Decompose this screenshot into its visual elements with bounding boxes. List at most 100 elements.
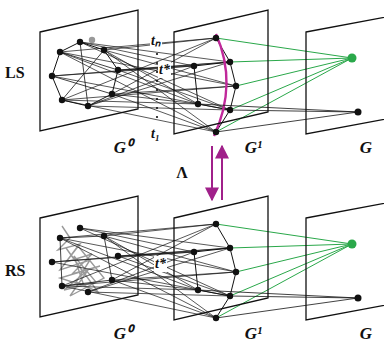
edge-label: Λ bbox=[175, 164, 188, 182]
graph-vertex bbox=[49, 259, 55, 265]
mapping-arrow bbox=[211, 146, 213, 200]
graph-edge bbox=[88, 62, 230, 106]
ellipsis-dot bbox=[156, 116, 158, 118]
ellipsis-dot bbox=[156, 53, 158, 55]
ellipsis-dot bbox=[156, 80, 158, 82]
graph-plane: G⁰ bbox=[38, 8, 140, 158]
graph-vertex bbox=[109, 277, 115, 283]
graph-edge bbox=[52, 76, 62, 100]
graph-vertex bbox=[195, 287, 201, 293]
graph-edge bbox=[230, 86, 236, 110]
graph-vertex bbox=[77, 39, 83, 45]
ellipsis-dot bbox=[156, 107, 158, 109]
graph-plane: G¹ bbox=[172, 194, 270, 344]
graph-vertex bbox=[227, 59, 233, 65]
graph-edge bbox=[216, 244, 352, 318]
graph-vertex bbox=[191, 249, 197, 255]
graph-edge bbox=[230, 272, 236, 296]
graph-edge bbox=[62, 286, 216, 318]
graph-edge bbox=[60, 238, 62, 286]
ellipsis-dot bbox=[156, 98, 158, 100]
graph-plane: G¹ bbox=[172, 8, 270, 158]
plane-border bbox=[306, 196, 384, 320]
graph-vertex bbox=[191, 63, 197, 69]
graph-edge bbox=[198, 104, 358, 112]
plane-border bbox=[306, 10, 384, 134]
graph-edge bbox=[216, 224, 230, 248]
ellipsis-dot bbox=[156, 89, 158, 91]
graph-edge bbox=[62, 100, 198, 104]
graph-edge bbox=[112, 94, 216, 132]
graph-edge bbox=[230, 58, 352, 110]
plane-outline bbox=[172, 194, 270, 322]
mapping-arrow bbox=[221, 146, 223, 200]
graph-vertex bbox=[195, 101, 201, 107]
graph-vertex bbox=[109, 91, 115, 97]
plane-outline bbox=[304, 8, 384, 136]
graph-vertex bbox=[85, 103, 91, 109]
graph-vertex bbox=[49, 73, 55, 79]
plane-label: G bbox=[360, 324, 372, 344]
graph-edge bbox=[198, 290, 358, 298]
graph-vertex bbox=[89, 37, 95, 43]
graph-vertex bbox=[233, 269, 239, 275]
graph-vertex bbox=[57, 235, 63, 241]
graph-vertex bbox=[227, 107, 233, 113]
graph-edge bbox=[52, 52, 60, 76]
graph-vertex bbox=[59, 283, 65, 289]
graph-edge bbox=[230, 248, 236, 272]
graph-edge bbox=[230, 62, 236, 86]
graph-edge bbox=[216, 224, 352, 244]
graph-edge bbox=[216, 112, 358, 132]
graph-vertex bbox=[57, 49, 63, 55]
plane-outline bbox=[38, 8, 140, 133]
graph-edge bbox=[236, 244, 352, 272]
graph-edge bbox=[112, 38, 216, 94]
graph-edge bbox=[194, 66, 198, 104]
graph-edge bbox=[112, 280, 216, 318]
graph-vertex bbox=[85, 289, 91, 295]
graph-plane: G bbox=[304, 8, 384, 158]
graph-vertex bbox=[77, 225, 83, 231]
graph-plane: G⁰ bbox=[38, 194, 140, 344]
graph-edge bbox=[52, 66, 194, 76]
graph-vertex bbox=[115, 67, 121, 73]
time-label: t* bbox=[154, 256, 167, 272]
graph-edge bbox=[80, 42, 230, 110]
graph-vertex bbox=[348, 54, 357, 63]
graph-edge bbox=[104, 224, 216, 236]
graph-edge bbox=[112, 224, 216, 280]
graph-vertex bbox=[59, 97, 65, 103]
plane-outline bbox=[172, 8, 270, 136]
graph-edge bbox=[62, 100, 216, 132]
graph-edge bbox=[88, 292, 230, 296]
graph-vertex bbox=[213, 35, 219, 41]
plane-label: G¹ bbox=[245, 138, 262, 158]
plane-outline bbox=[38, 194, 140, 319]
graph-plane: G bbox=[304, 194, 384, 344]
plane-label: G bbox=[360, 138, 372, 158]
graph-vertex bbox=[101, 233, 107, 239]
graph-vertex bbox=[355, 109, 362, 116]
plane-border bbox=[174, 196, 268, 320]
time-label: tₙ bbox=[150, 30, 162, 49]
graph-vertex bbox=[355, 295, 362, 302]
row-label: LS bbox=[4, 64, 26, 82]
graph-edge bbox=[52, 262, 230, 296]
time-label: t* bbox=[158, 62, 171, 78]
graph-edge bbox=[216, 298, 358, 318]
graph-edge bbox=[230, 244, 352, 296]
graph-vertex bbox=[213, 129, 219, 135]
graph-edge bbox=[236, 58, 352, 86]
plane-border bbox=[40, 10, 138, 131]
graph-edge bbox=[216, 38, 352, 58]
graph-edge bbox=[230, 244, 352, 248]
graph-edge bbox=[80, 228, 230, 248]
plane-outline bbox=[304, 194, 384, 322]
graph-edge bbox=[62, 272, 236, 286]
graph-edge bbox=[216, 58, 352, 132]
graph-vertex bbox=[213, 315, 219, 321]
plane-label: G⁰ bbox=[114, 135, 132, 158]
